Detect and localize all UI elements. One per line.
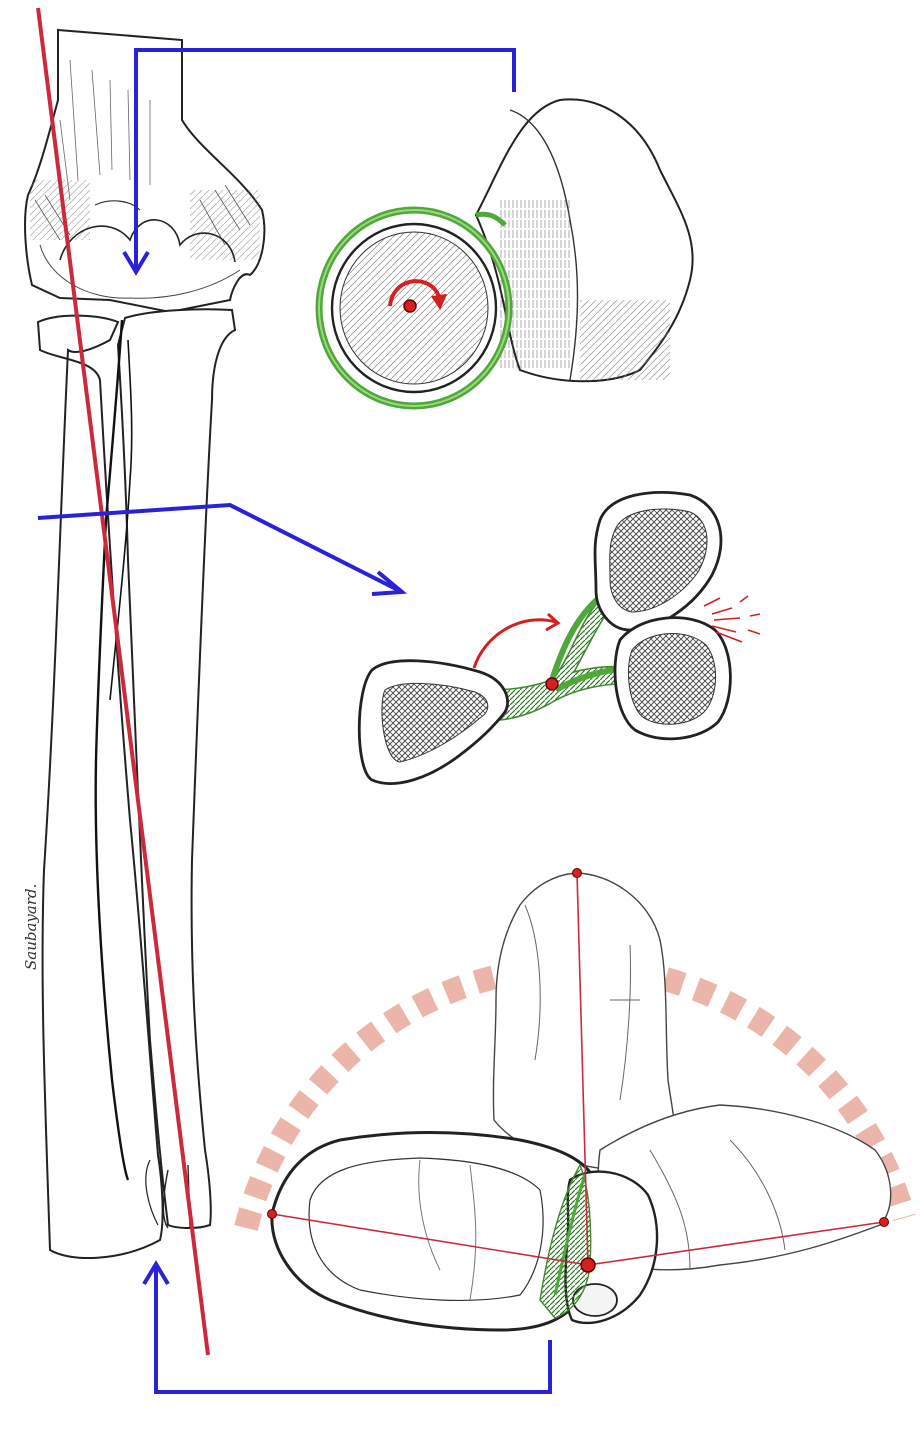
pivot-marker-mid <box>545 677 559 691</box>
mid-shaft-interosseous-section <box>357 491 761 785</box>
rotation-arrow-mid <box>472 618 557 669</box>
section-arrows <box>37 48 552 1394</box>
ulna-bone <box>116 308 237 1229</box>
endpoint-marker-right <box>879 1217 889 1227</box>
rotation-axis-line <box>36 7 210 1356</box>
radial-head-center-marker <box>403 299 417 313</box>
mid-section-arrow <box>37 502 399 592</box>
distal-section-arrow <box>154 1268 552 1394</box>
rotation-radius-lines <box>271 872 885 1266</box>
endpoint-marker-top <box>572 868 582 878</box>
radius-bone <box>36 314 164 1259</box>
distal-radioulnar-rotation <box>234 868 916 1332</box>
humerus-distal <box>24 28 266 314</box>
forearm-anterior-view: Saubayard. <box>22 7 266 1356</box>
rupture-marks <box>703 595 761 643</box>
proximal-radioulnar-section <box>315 98 694 410</box>
artist-signature: Saubayard. <box>22 884 40 970</box>
endpoint-marker-left <box>267 1209 277 1219</box>
rotation-center-marker <box>580 1257 596 1273</box>
proximal-section-arrow <box>134 48 516 268</box>
